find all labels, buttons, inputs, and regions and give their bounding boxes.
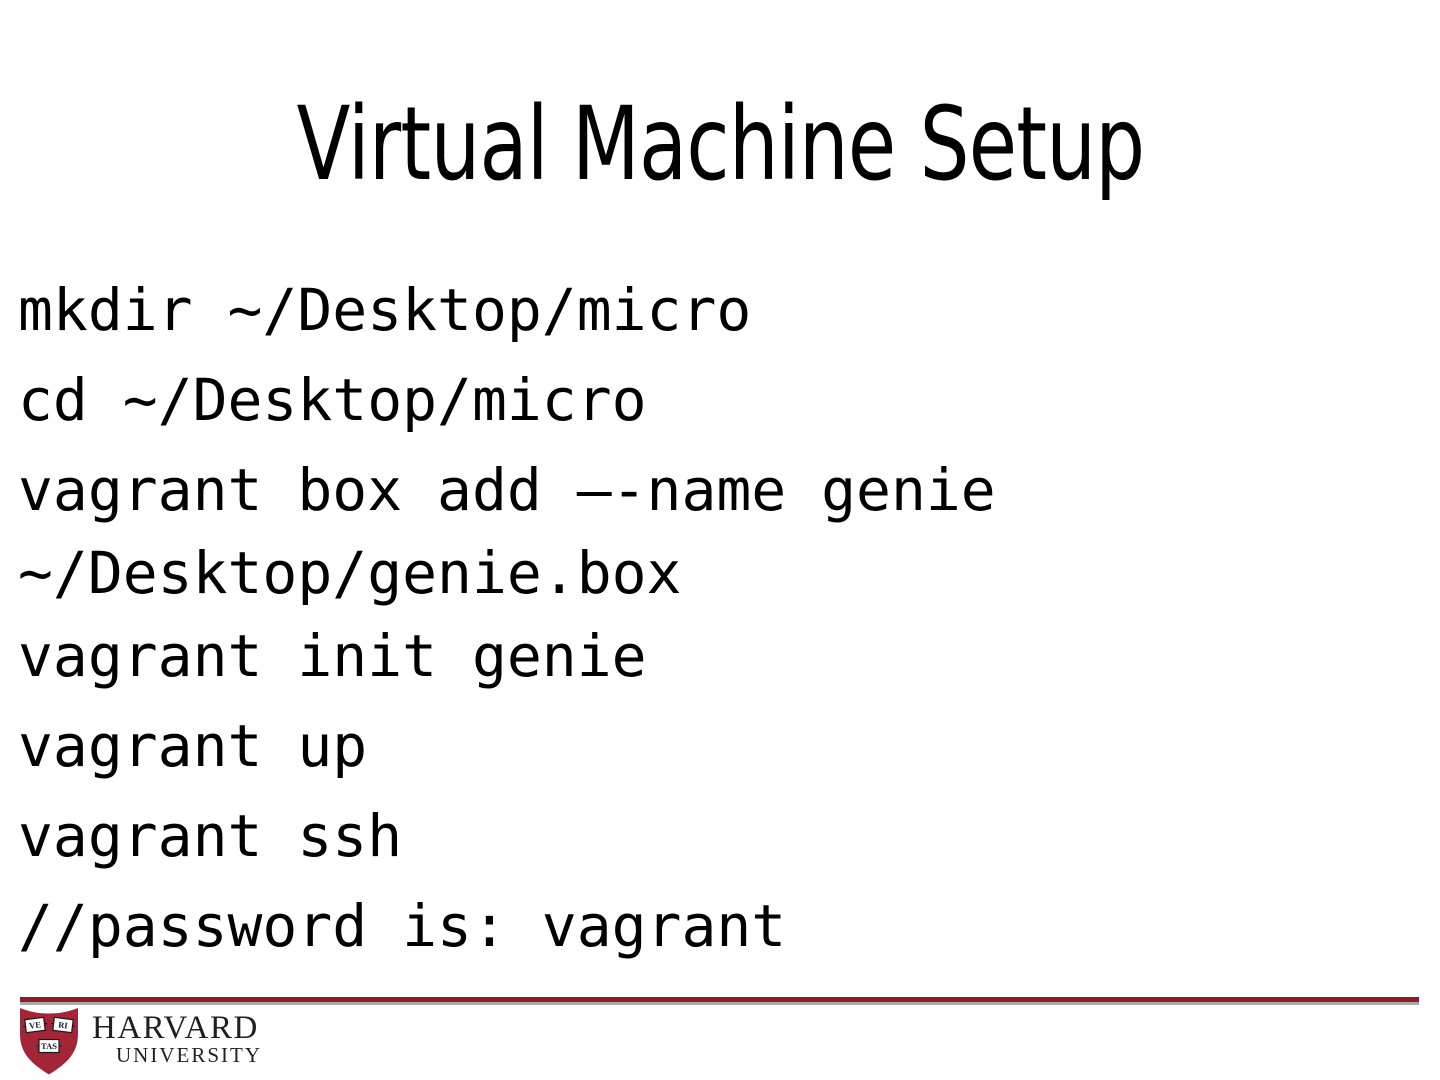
code-line-wrapped: ~/Desktop/genie.box (18, 539, 682, 607)
shield-book-ri: RI (51, 1016, 75, 1034)
page-title: Virtual Machine Setup (0, 94, 1440, 196)
harvard-university-label: UNIVERSITY (116, 1043, 262, 1067)
svg-text:TAS: TAS (41, 1041, 57, 1051)
code-line: vagrant box add –-name genie (18, 456, 996, 524)
harvard-wordmark: HARVARD (92, 1010, 259, 1046)
shield-book-ve: VE (23, 1016, 47, 1034)
svg-text:VE: VE (29, 1019, 42, 1030)
harvard-wordmark-group: HARVARD UNIVERSITY (92, 1006, 262, 1067)
code-line: //password is: vagrant (18, 892, 787, 960)
code-line: vagrant init genie (18, 622, 647, 690)
page-title-text: Virtual Machine Setup (296, 85, 1145, 204)
footer-divider-gray (20, 1002, 1419, 1005)
harvard-shield-icon: VE RI TAS (20, 1008, 78, 1075)
code-line: cd ~/Desktop/micro (18, 366, 647, 434)
code-line: mkdir ~/Desktop/micro (18, 276, 752, 344)
harvard-logo: VE RI TAS HARVARD UNIVERSITY (18, 1006, 262, 1076)
footer-divider (20, 997, 1419, 1005)
footer-divider-crimson (20, 997, 1419, 1002)
svg-text:RI: RI (58, 1019, 69, 1030)
code-block: mkdir ~/Desktop/micro cd ~/Desktop/micro… (18, 265, 1430, 971)
shield-book-tas: TAS (36, 1038, 62, 1054)
code-line: vagrant up (18, 712, 368, 780)
code-line: vagrant ssh (18, 802, 403, 870)
